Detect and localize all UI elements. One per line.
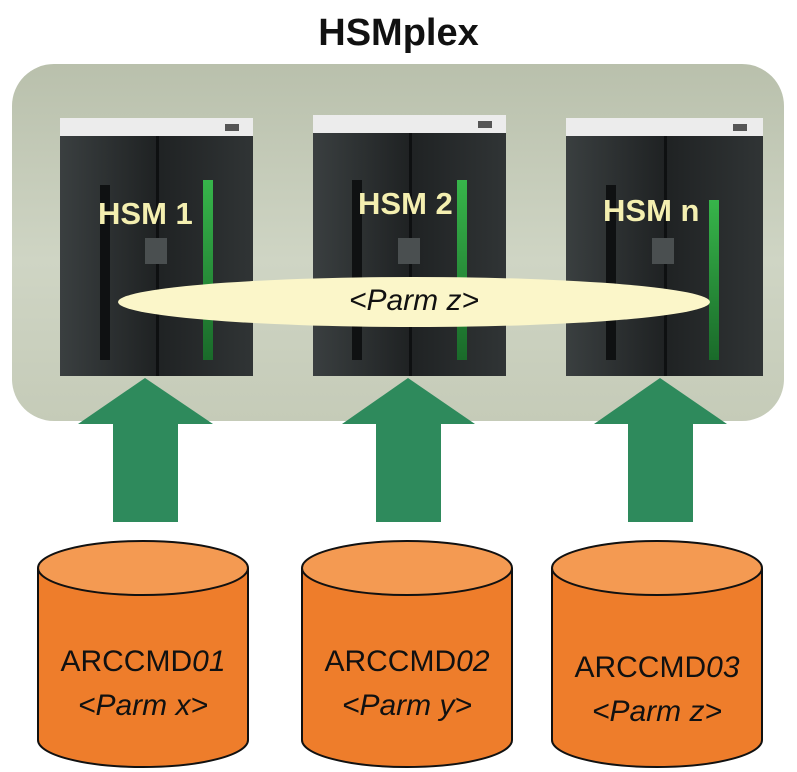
dataset-2-prefix: ARCCMD bbox=[324, 645, 457, 678]
dataset-1-suffix: 01 bbox=[192, 645, 226, 678]
shared-parm-ellipse bbox=[118, 277, 710, 327]
dataset-3-name: ARCCMD03 bbox=[552, 646, 762, 690]
server-n bbox=[566, 118, 763, 376]
arrow-1 bbox=[78, 378, 213, 522]
shared-parm-label: <Parm z> bbox=[348, 284, 480, 317]
dataset-2-suffix: 02 bbox=[456, 645, 490, 678]
dataset-1-parm: <Parm x> bbox=[77, 689, 209, 722]
server-2 bbox=[313, 115, 506, 376]
arrow-2 bbox=[342, 378, 475, 522]
cylinder-1 bbox=[37, 540, 249, 768]
arrow-3 bbox=[594, 378, 727, 522]
dataset-3-prefix: ARCCMD bbox=[574, 651, 707, 684]
dataset-1-label: ARCCMD01 <Parm x> bbox=[38, 640, 248, 728]
dataset-1-name: ARCCMD01 bbox=[38, 640, 248, 684]
dataset-2-label: ARCCMD02 <Parm y> bbox=[302, 640, 512, 728]
server-1 bbox=[60, 118, 253, 376]
server-2-label: HSM 2 bbox=[358, 186, 453, 221]
dataset-3-parm: <Parm z> bbox=[591, 695, 723, 728]
cylinder-2 bbox=[301, 540, 513, 768]
dataset-3-label: ARCCMD03 <Parm z> bbox=[552, 646, 762, 734]
diagram-title: HSMplex bbox=[318, 12, 479, 54]
dataset-2-parm: <Parm y> bbox=[341, 689, 473, 722]
cylinder-3 bbox=[551, 540, 763, 768]
server-n-label: HSM n bbox=[603, 193, 700, 228]
server-1-label: HSM 1 bbox=[98, 196, 193, 231]
dataset-1-prefix: ARCCMD bbox=[60, 645, 193, 678]
dataset-2-name: ARCCMD02 bbox=[302, 640, 512, 684]
dataset-3-suffix: 03 bbox=[706, 651, 740, 684]
